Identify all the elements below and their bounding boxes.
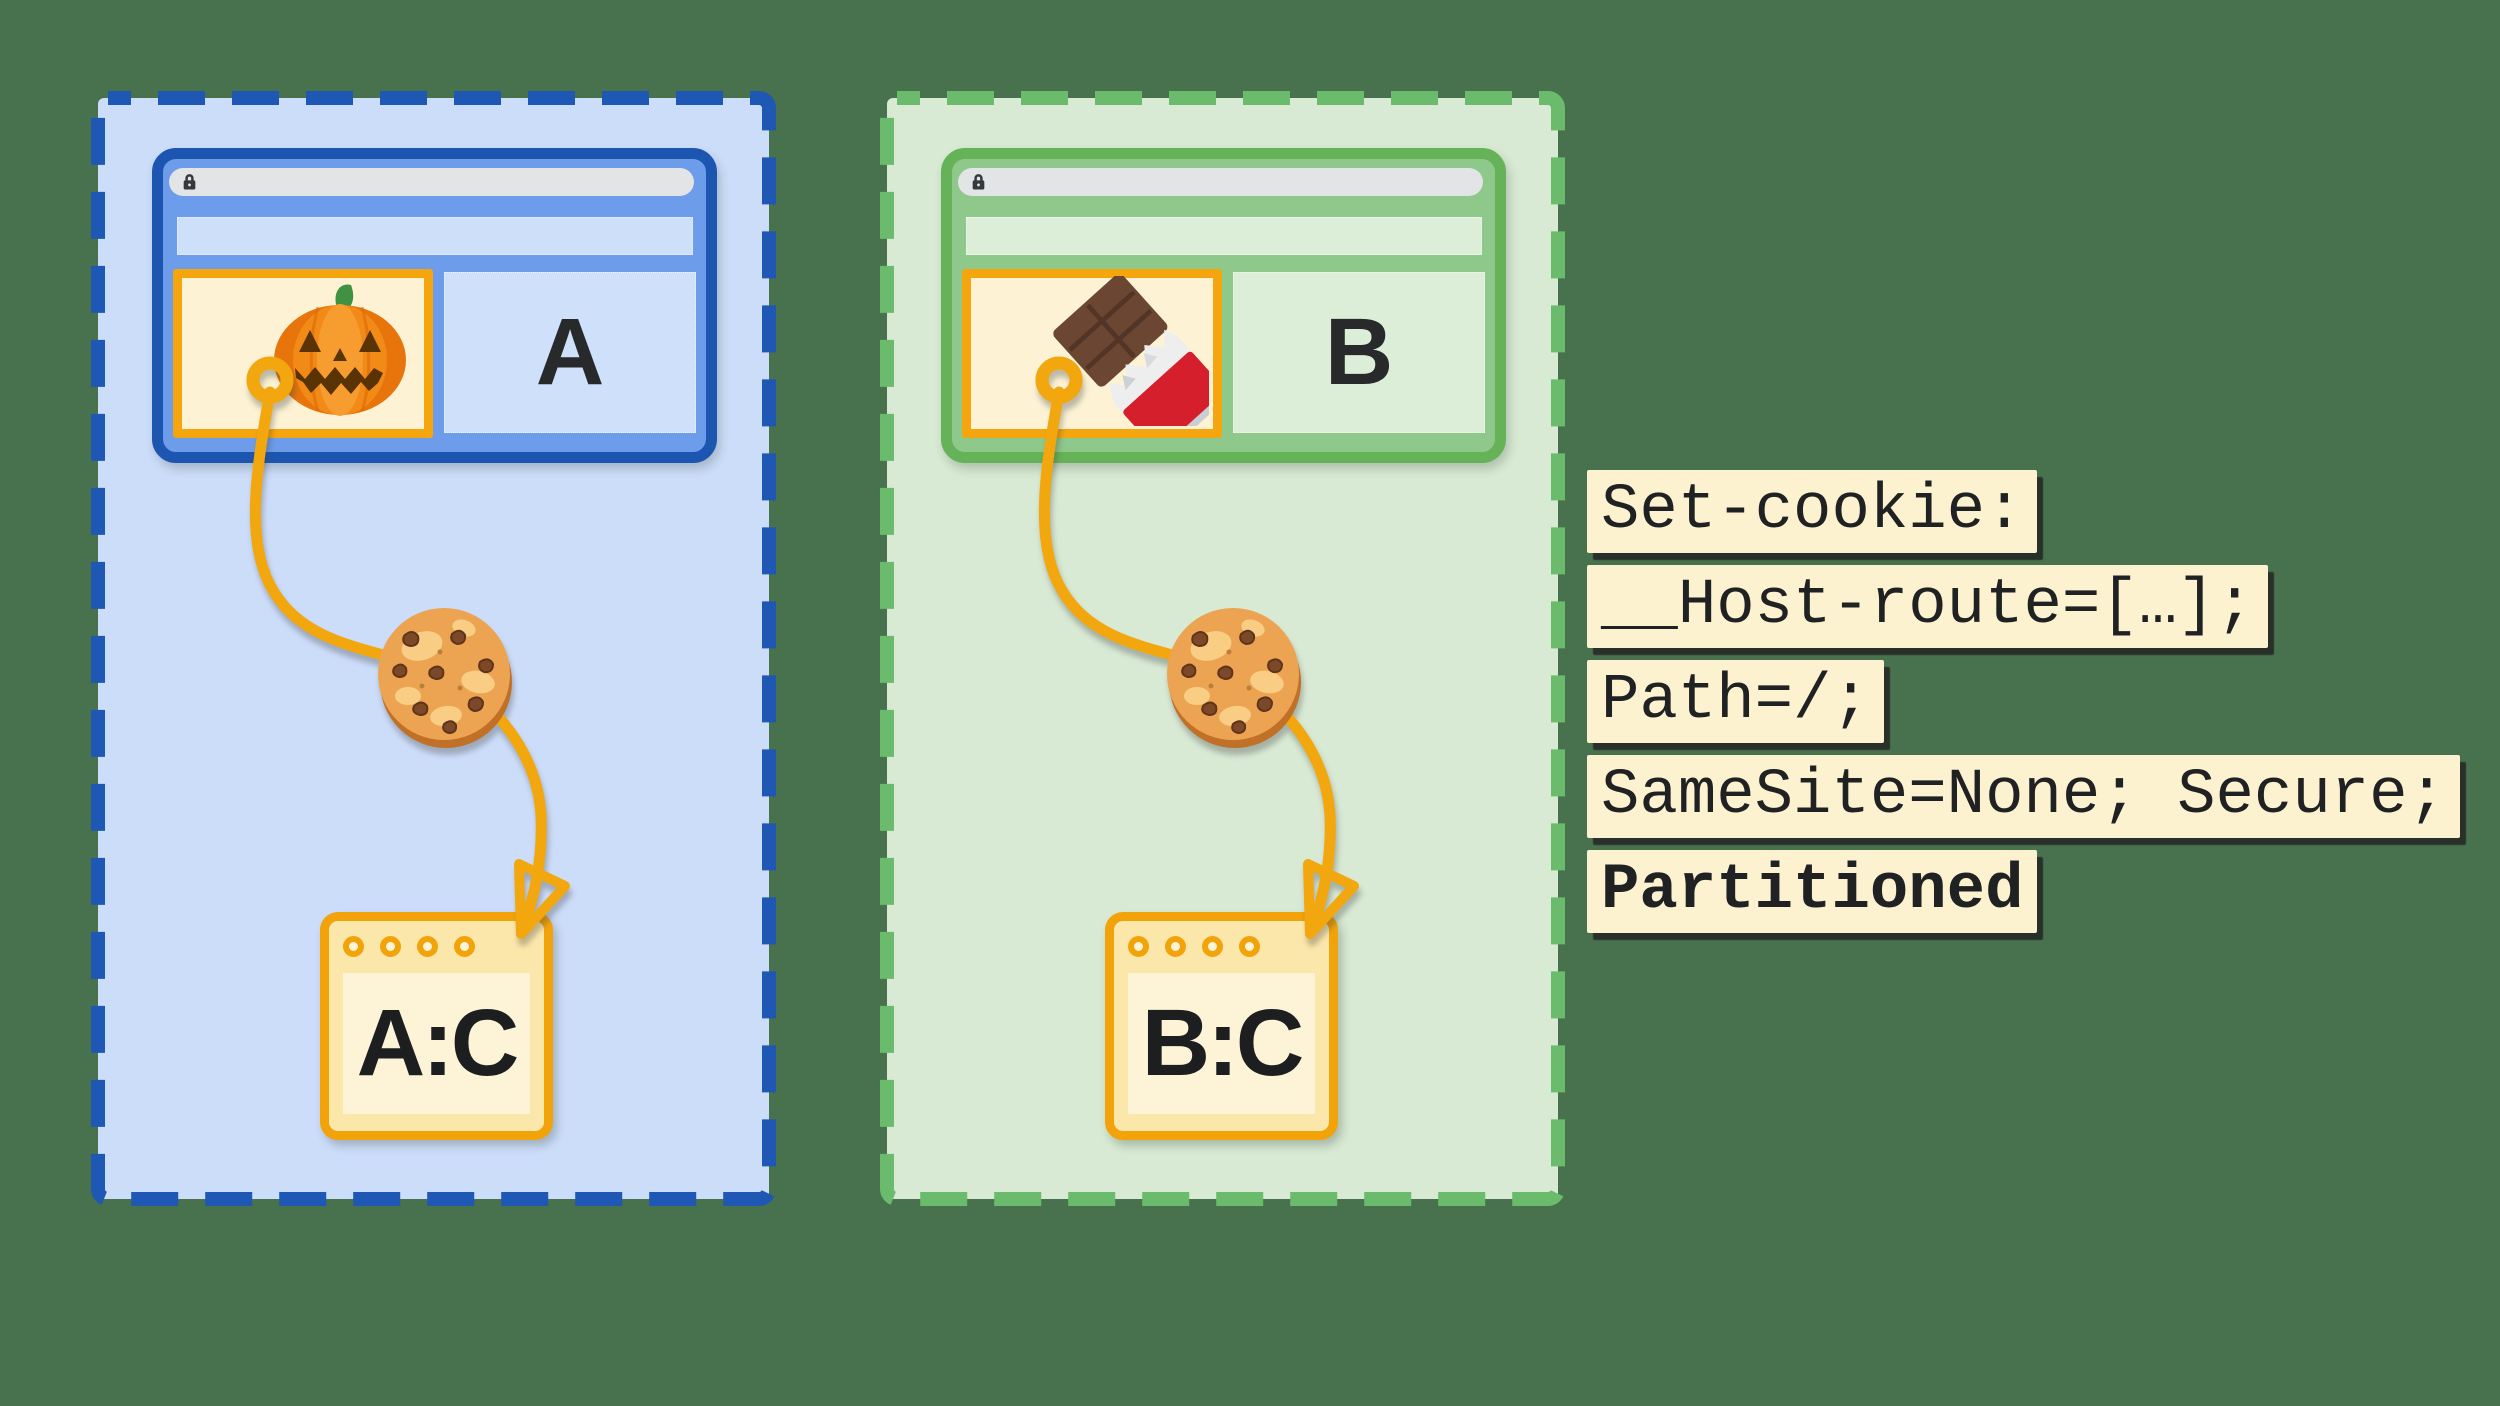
jar-dot [454,936,475,957]
site-b-cookie-jar: B:C [1105,912,1338,1140]
site-a-cookie-jar: A:C [320,912,553,1140]
site-b-embedded-iframe [962,269,1222,438]
site-b-jar-panel: B:C [1128,973,1315,1114]
jar-dot [1165,936,1186,957]
site-a-address-bar [169,168,694,196]
site-b-letter: B [1324,299,1394,405]
site-a-jar-panel: A:C [343,973,530,1114]
site-b-main-frame: B [1233,272,1485,433]
code-line: __Host-route=[…]; [1587,565,2268,648]
chocolate-bar-icon [1053,275,1209,426]
jar-dot [380,936,401,957]
site-a-dashed-border [91,91,776,1206]
site-a-main-frame: A [444,272,696,433]
jar-dots [343,936,475,957]
site-a-jar-label: A:C [356,990,520,1096]
site-a-embedded-iframe [173,269,433,438]
site-b-dashed-border [880,91,1565,1206]
site-a-page-content-block [177,217,693,255]
set-cookie-header-annotation: Set-cookie: __Host-route=[…]; Path=/; Sa… [1587,470,2460,933]
lock-icon [972,174,985,190]
site-b-page-content-block [966,217,1482,255]
jack-o-lantern-icon [274,284,406,416]
site-a-letter: A [535,299,605,405]
jar-dot [1128,936,1149,957]
lock-icon [183,174,196,190]
site-b-partition: B B:C [880,91,1565,1206]
jar-dots [1128,936,1260,957]
site-b-browser-window: B [941,148,1506,463]
jar-dot [1239,936,1260,957]
code-line: Path=/; [1587,660,1884,743]
site-b-address-bar [958,168,1483,196]
code-line: SameSite=None; Secure; [1587,755,2460,838]
code-line-partitioned: Partitioned [1587,850,2038,933]
code-line: Set-cookie: [1587,470,2038,553]
jar-dot [417,936,438,957]
jar-dot [1202,936,1223,957]
site-a-browser-window: A [152,148,717,463]
jar-dot [343,936,364,957]
site-a-partition: A A:C [91,91,776,1206]
site-b-jar-label: B:C [1141,990,1305,1096]
